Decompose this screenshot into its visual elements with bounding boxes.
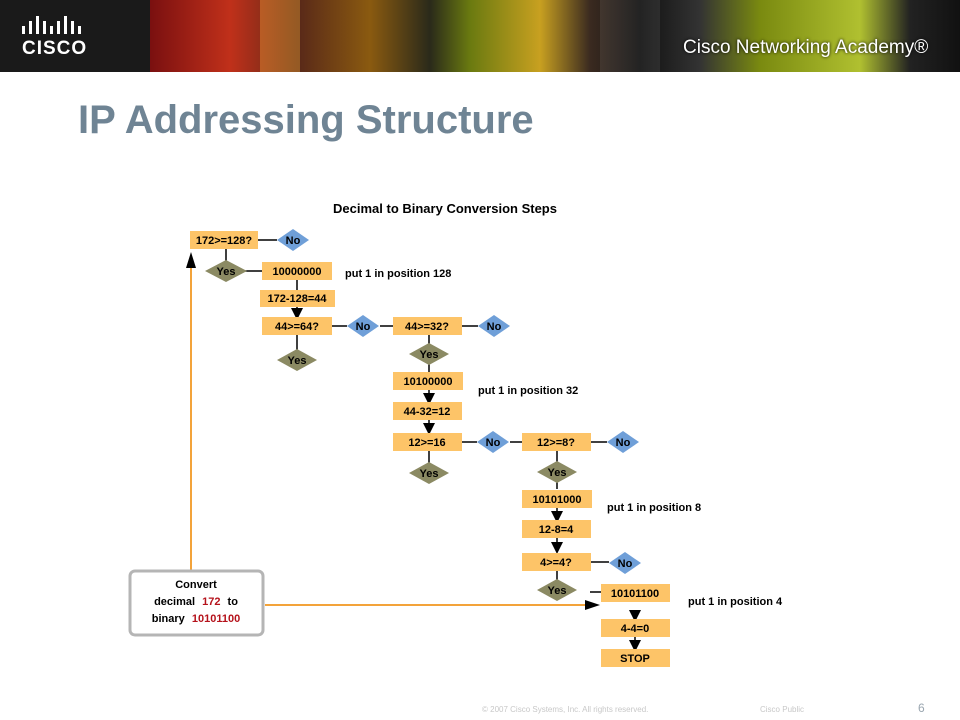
subtract-label: 4-4=0	[621, 623, 649, 635]
yes-label: Yes	[548, 585, 567, 597]
yes-diamond	[277, 349, 317, 371]
subtract-label: 12-8=4	[539, 524, 574, 536]
no-diamond	[607, 431, 639, 453]
binary-box	[262, 262, 332, 280]
diagram-title: Decimal to Binary Conversion Steps	[333, 201, 557, 216]
position-note: put 1 in position 4	[688, 596, 783, 608]
yes-diamond	[409, 343, 449, 365]
slide-title: IP Addressing Structure	[78, 98, 534, 142]
subtract-box	[522, 520, 591, 538]
convert-line3: binary 10101100	[152, 613, 240, 625]
header-banner: CISCO Cisco Networking Academy®	[0, 0, 960, 72]
no-label: No	[616, 437, 631, 449]
decision-box	[190, 231, 258, 249]
arrow-right-icon	[585, 600, 600, 610]
binary-label: 10101100	[611, 588, 659, 600]
no-label: No	[286, 235, 301, 247]
binary-label: 10100000	[404, 376, 453, 388]
yes-label: Yes	[548, 467, 567, 479]
decision-box	[393, 317, 462, 335]
academy-title: Cisco Networking Academy®	[683, 37, 929, 58]
no-label: No	[487, 321, 502, 333]
binary-box	[393, 372, 463, 390]
binary-label: 10000000	[273, 266, 322, 278]
convert-line2: decimal 172 to	[154, 596, 238, 608]
convert-line1: Convert	[175, 579, 217, 591]
decision-label: 4>=4?	[540, 557, 572, 569]
stop-label: STOP	[620, 653, 650, 665]
no-diamond	[347, 315, 379, 337]
no-label: No	[486, 437, 501, 449]
orange-connectors	[190, 256, 585, 606]
cisco-logo-icon	[22, 16, 81, 34]
yes-label: Yes	[420, 468, 439, 480]
no-diamond	[477, 431, 509, 453]
cisco-logo-text: CISCO	[22, 38, 88, 59]
position-note: put 1 in position 32	[478, 385, 578, 397]
connector-lines	[225, 239, 641, 652]
binary-box	[522, 490, 592, 508]
no-label: No	[356, 321, 371, 333]
subtract-label: 172-128=44	[267, 293, 327, 305]
arrow-up-icon	[186, 252, 196, 268]
decision-box	[522, 433, 591, 451]
decision-box	[522, 553, 591, 571]
yes-diamond	[205, 260, 247, 282]
subtract-box	[393, 402, 462, 420]
binary-box	[601, 584, 670, 602]
subtract-box	[601, 619, 670, 637]
position-note: put 1 in position 8	[607, 502, 701, 514]
no-diamond	[277, 229, 309, 251]
decision-box	[393, 433, 462, 451]
footer-copyright: © 2007 Cisco Systems, Inc. All rights re…	[482, 705, 649, 714]
decision-label: 44>=32?	[405, 321, 449, 333]
page-number: 6	[918, 701, 925, 715]
no-label: No	[618, 558, 633, 570]
yes-diamond	[409, 462, 449, 484]
subtract-box	[260, 290, 335, 307]
position-note: put 1 in position 128	[345, 268, 451, 280]
yes-diamond	[537, 579, 577, 601]
no-diamond	[609, 552, 641, 574]
yes-label: Yes	[420, 349, 439, 361]
yes-label: Yes	[288, 355, 307, 367]
no-diamond	[478, 315, 510, 337]
decision-label: 44>=64?	[275, 321, 319, 333]
stop-box	[601, 649, 670, 667]
binary-label: 10101000	[533, 494, 582, 506]
decision-label: 172>=128?	[196, 235, 253, 247]
footer-classification: Cisco Public	[760, 705, 805, 714]
decision-label: 12>=8?	[537, 437, 575, 449]
yes-diamond	[537, 461, 577, 483]
decision-box	[262, 317, 332, 335]
subtract-label: 44-32=12	[404, 406, 451, 418]
decision-label: 12>=16	[408, 437, 445, 449]
yes-label: Yes	[217, 266, 236, 278]
convert-box	[128, 569, 265, 637]
